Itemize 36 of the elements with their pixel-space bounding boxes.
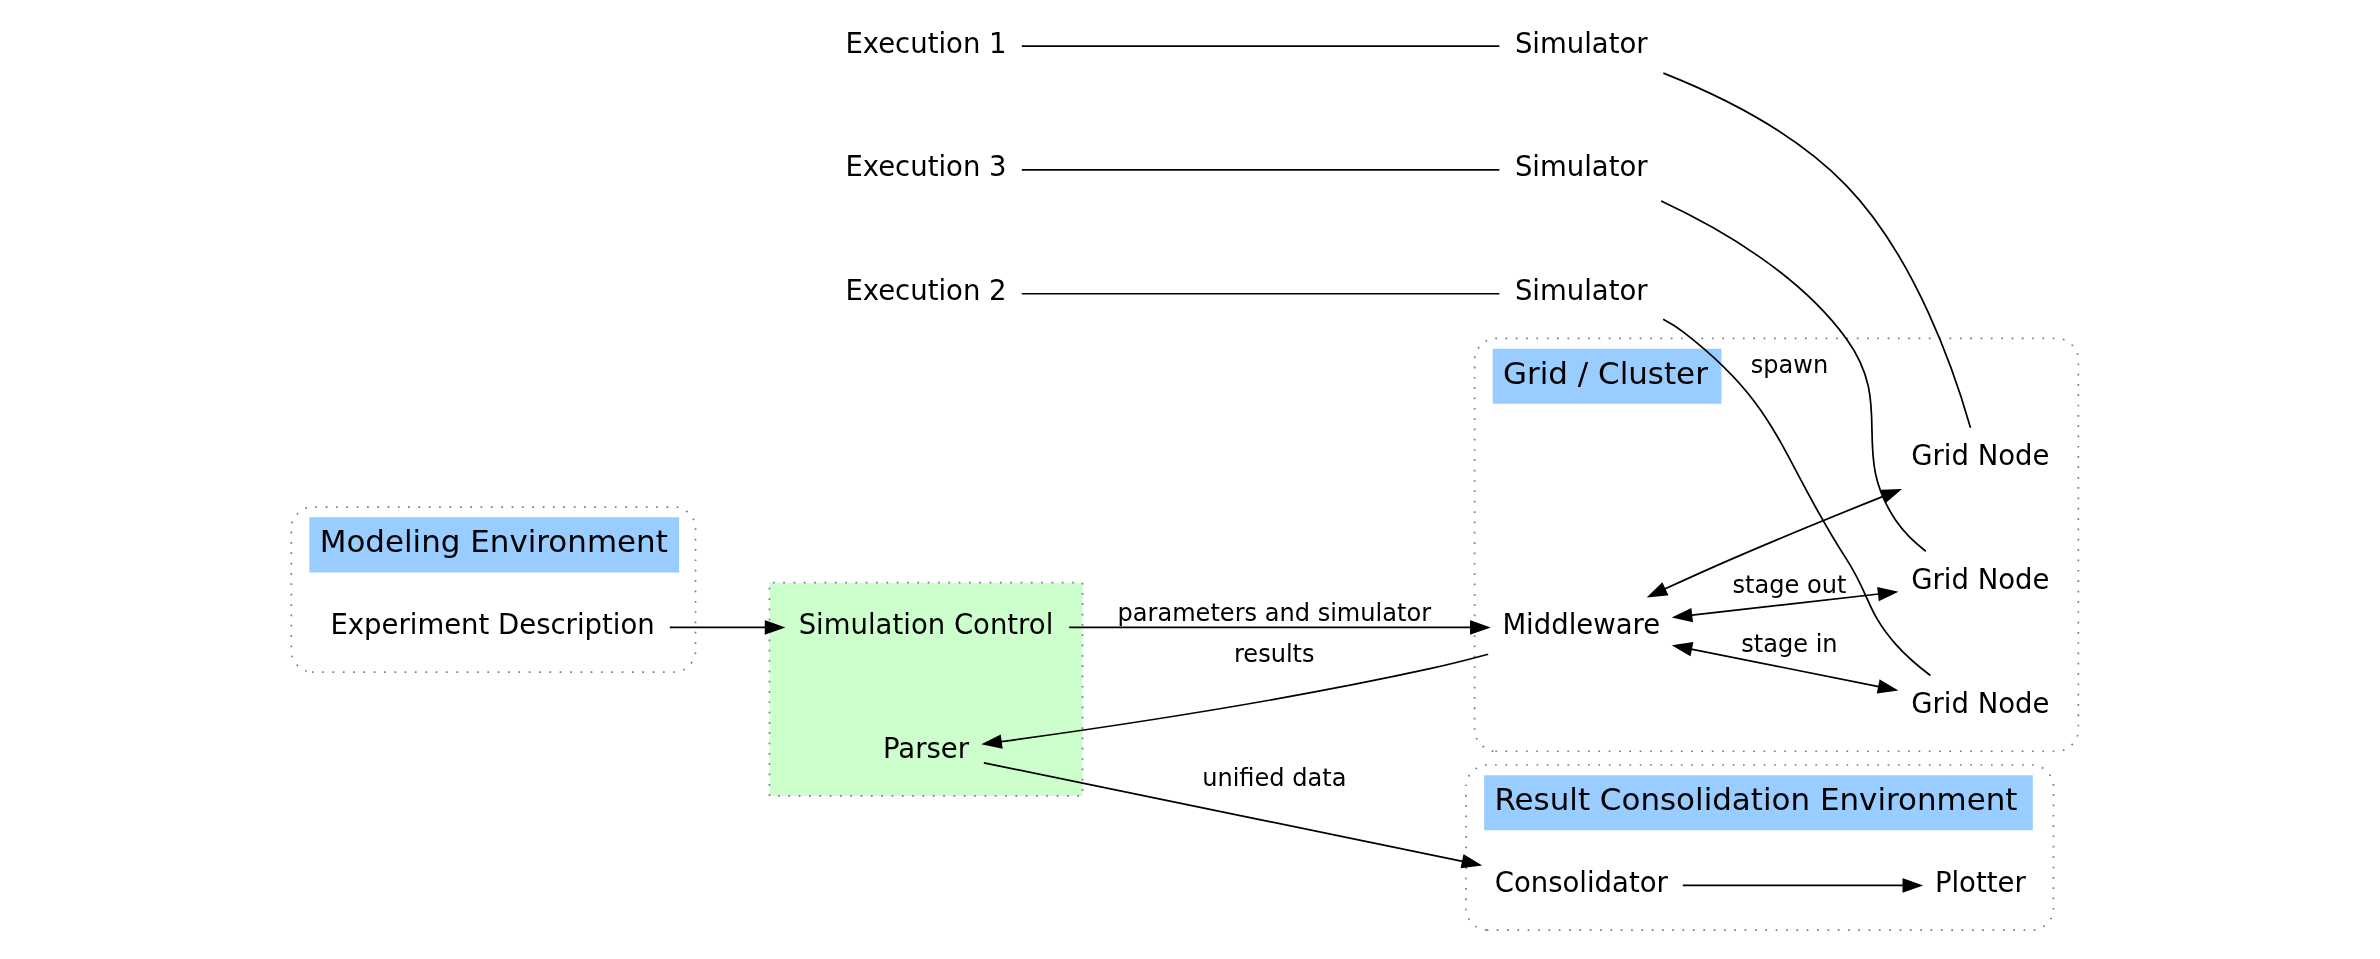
connector bbox=[1662, 318, 1932, 677]
arrow bbox=[1671, 586, 1899, 623]
edge-label: results bbox=[1233, 640, 1315, 669]
node-text: Middleware bbox=[1502, 607, 1661, 640]
node-text: Execution 2 bbox=[845, 274, 1007, 307]
arrow bbox=[1068, 620, 1491, 635]
arrow bbox=[1682, 878, 1924, 893]
connector bbox=[1020, 169, 1501, 171]
node-text: Grid Node bbox=[1911, 687, 2050, 720]
edge-label: stage in bbox=[1741, 629, 1838, 658]
node-text: Parser bbox=[882, 731, 970, 764]
node-text: Simulator bbox=[1514, 26, 1648, 59]
node-text: Simulator bbox=[1514, 274, 1648, 307]
node-text: Execution 1 bbox=[845, 26, 1007, 59]
node-text: Execution 3 bbox=[845, 150, 1007, 183]
cluster bbox=[768, 581, 1084, 797]
node-text: Simulation Control bbox=[798, 607, 1054, 640]
node-text: Grid Node bbox=[1911, 439, 2050, 472]
node-text: Consolidator bbox=[1494, 865, 1668, 898]
edge-label: unified data bbox=[1202, 764, 1347, 792]
arrow bbox=[1671, 642, 1899, 694]
arrow bbox=[1646, 488, 1902, 598]
connector bbox=[1020, 292, 1501, 295]
connector bbox=[1660, 200, 1927, 553]
edge-label: stage out bbox=[1732, 571, 1847, 600]
node-text: Simulator bbox=[1514, 150, 1648, 183]
connector bbox=[1020, 45, 1501, 47]
node-text: Experiment Description bbox=[330, 607, 655, 640]
edge-label: parameters and simulator bbox=[1117, 598, 1432, 627]
connector bbox=[1662, 72, 1972, 429]
arrow bbox=[668, 620, 786, 635]
node-text: Plotter bbox=[1934, 865, 2026, 898]
arrow bbox=[983, 761, 1483, 869]
node-text: Grid Node bbox=[1911, 563, 2050, 596]
arrow bbox=[981, 653, 1489, 749]
edge-label: spawn bbox=[1750, 351, 1829, 380]
